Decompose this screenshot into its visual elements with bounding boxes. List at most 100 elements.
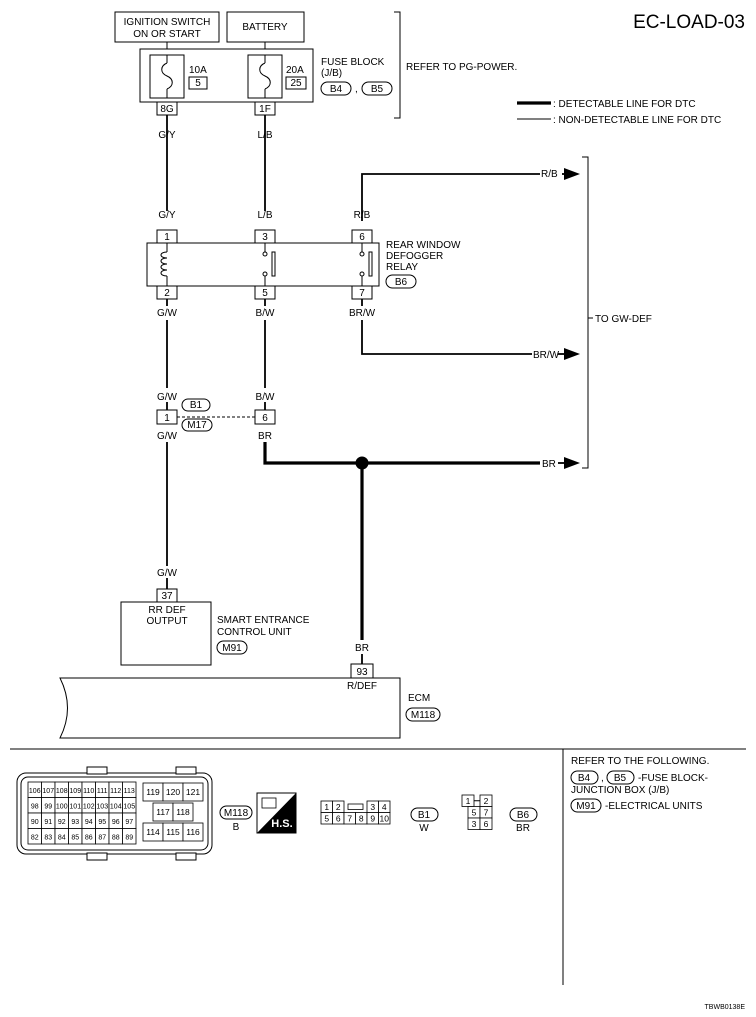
svg-text:7: 7: [359, 288, 365, 299]
b1-pin-label: 5: [324, 813, 329, 823]
refer-notes: REFER TO THE FOLLOWING. B4 , B5 -FUSE BL…: [570, 756, 709, 813]
ignition-switch: IGNITION SWITCH ON OR START: [114, 11, 220, 43]
connector-m91-badge: [216, 640, 248, 655]
wire-bw-relay: B/W: [256, 308, 275, 319]
b1-pin-label: 10: [380, 813, 390, 823]
wire-brw-relay: BR/W: [349, 308, 376, 319]
m118-pin-label: 95: [98, 819, 106, 826]
to-gw-def: TO GW-DEF: [595, 314, 652, 325]
arrow-br-icon: [564, 457, 580, 469]
fuse-5-number: 5: [195, 78, 201, 89]
legend-detectable: : DETECTABLE LINE FOR DTC: [553, 99, 696, 110]
connector-b5-badge: [361, 81, 393, 96]
refer-title: REFER TO THE FOLLOWING.: [571, 756, 709, 767]
b6-pin-label: 3: [472, 819, 477, 829]
relay-label-3: RELAY: [386, 262, 418, 273]
fuse-5-symbol: [161, 62, 173, 90]
wire-gy-top: G/Y: [158, 130, 176, 141]
wire-gw-junction-bottom: G/W: [157, 431, 178, 442]
bottom-m118-badge: [219, 805, 253, 820]
bottom-m118-label: M118: [224, 808, 249, 819]
connector-b4-badge: [320, 81, 352, 96]
fuse-block-separator: ,: [355, 84, 358, 95]
m118-pin-label: 120: [166, 787, 180, 797]
svg-text:93: 93: [356, 667, 368, 678]
legend: : DETECTABLE LINE FOR DTC : NON-DETECTAB…: [517, 99, 721, 126]
m118-pin-label: 86: [85, 834, 93, 841]
fuse-25-amp: 20A: [286, 65, 304, 76]
svg-text:2: 2: [164, 288, 170, 299]
m118-pin-label: 117: [156, 807, 170, 817]
m118-pin-label: 89: [125, 834, 133, 841]
fuse-5-amp: 10A: [189, 65, 207, 76]
rear-window-defogger-relay: 1 3 6 2 5 7 REAR WINDOW DEFOGGER RELAY B…: [146, 229, 461, 300]
b1-pin-label: 4: [382, 802, 387, 812]
m118-pin-label: 105: [123, 803, 135, 810]
wire-lb-bottom: L/B: [257, 210, 272, 221]
svg-text:5: 5: [262, 288, 268, 299]
b6-pin-label: 2: [484, 796, 489, 806]
refer-m91: M91: [576, 801, 596, 812]
bottom-b1-color: W: [419, 823, 429, 834]
m118-pin-label: 84: [58, 834, 66, 841]
b6-pin-label: 1: [466, 796, 471, 806]
m118-pin-label: 103: [96, 803, 108, 810]
m118-pin-label: 110: [83, 788, 94, 795]
b1-pin-label: 6: [336, 813, 341, 823]
m118-pin-label: 87: [98, 834, 106, 841]
connector-m118-badge: [405, 707, 441, 722]
ignition-switch-label-2: ON OR START: [133, 29, 200, 40]
fuse-25-symbol: [259, 62, 271, 90]
seu-inside-1: RR DEF: [148, 605, 185, 616]
battery-label: BATTERY: [242, 22, 288, 33]
m118-pin-label: 119: [146, 787, 160, 797]
b1-pin-label: 1: [324, 802, 329, 812]
seu-label-2: CONTROL UNIT: [217, 627, 292, 638]
refer-pg-power: REFER TO PG-POWER.: [406, 62, 517, 73]
m118-pin-cell: [172, 802, 194, 822]
m118-pin-cell: [182, 822, 204, 842]
relay-label-2: DEFOGGER: [386, 251, 443, 262]
m118-pin-label: 115: [166, 827, 180, 837]
ecm-pin-93: [350, 663, 374, 679]
image-code: TBWB0138E: [705, 1004, 746, 1011]
hs-label: H.S.: [271, 818, 292, 830]
m118-pin-label: 104: [110, 803, 122, 810]
connector-m17-badge: [181, 418, 213, 432]
b6-pin-label: 6: [484, 819, 489, 829]
connector-m91-label: M91: [222, 643, 242, 654]
arrow-rb-icon: [564, 168, 580, 180]
m118-pin-label: 93: [71, 819, 79, 826]
connector-m118-label: M118: [411, 710, 436, 721]
terminal-8g-label: 8G: [160, 104, 174, 115]
wire-rb-out: R/B: [541, 169, 558, 180]
bottom-b6-badge: [509, 807, 538, 822]
bottom-m118-color: B: [233, 822, 240, 833]
seu-pin-37: [156, 588, 178, 603]
m118-pin-label: 83: [44, 834, 52, 841]
connector-b5-label: B5: [371, 84, 384, 95]
m118-pin-label: 114: [146, 827, 160, 837]
m118-pin-label: 106: [29, 788, 41, 795]
connector-b4-label: B4: [330, 84, 343, 95]
m118-pin-label: 82: [31, 834, 39, 841]
m118-pin-label: 108: [56, 788, 68, 795]
wire-gw-relay: G/W: [157, 308, 178, 319]
refer-fuse-text-1: -FUSE BLOCK-: [638, 773, 708, 784]
relay-label-1: REAR WINDOW: [386, 240, 461, 251]
wire-rb-relay: R/B: [354, 210, 371, 221]
b6-pin-cell: [479, 817, 493, 830]
diagram-title: EC-LOAD-03: [633, 12, 745, 33]
svg-text:3: 3: [262, 232, 268, 243]
m118-pin-cell: [182, 782, 204, 802]
seu-label-1: SMART ENTRANCE: [217, 615, 310, 626]
svg-text:37: 37: [161, 591, 173, 602]
b1-pin-cell: [378, 812, 391, 825]
m118-pin-label: 102: [83, 803, 95, 810]
svg-text:1: 1: [164, 232, 170, 243]
refer-b5: B5: [614, 773, 627, 784]
m118-pin-label: 112: [110, 788, 121, 795]
refer-b4: B4: [578, 773, 591, 784]
